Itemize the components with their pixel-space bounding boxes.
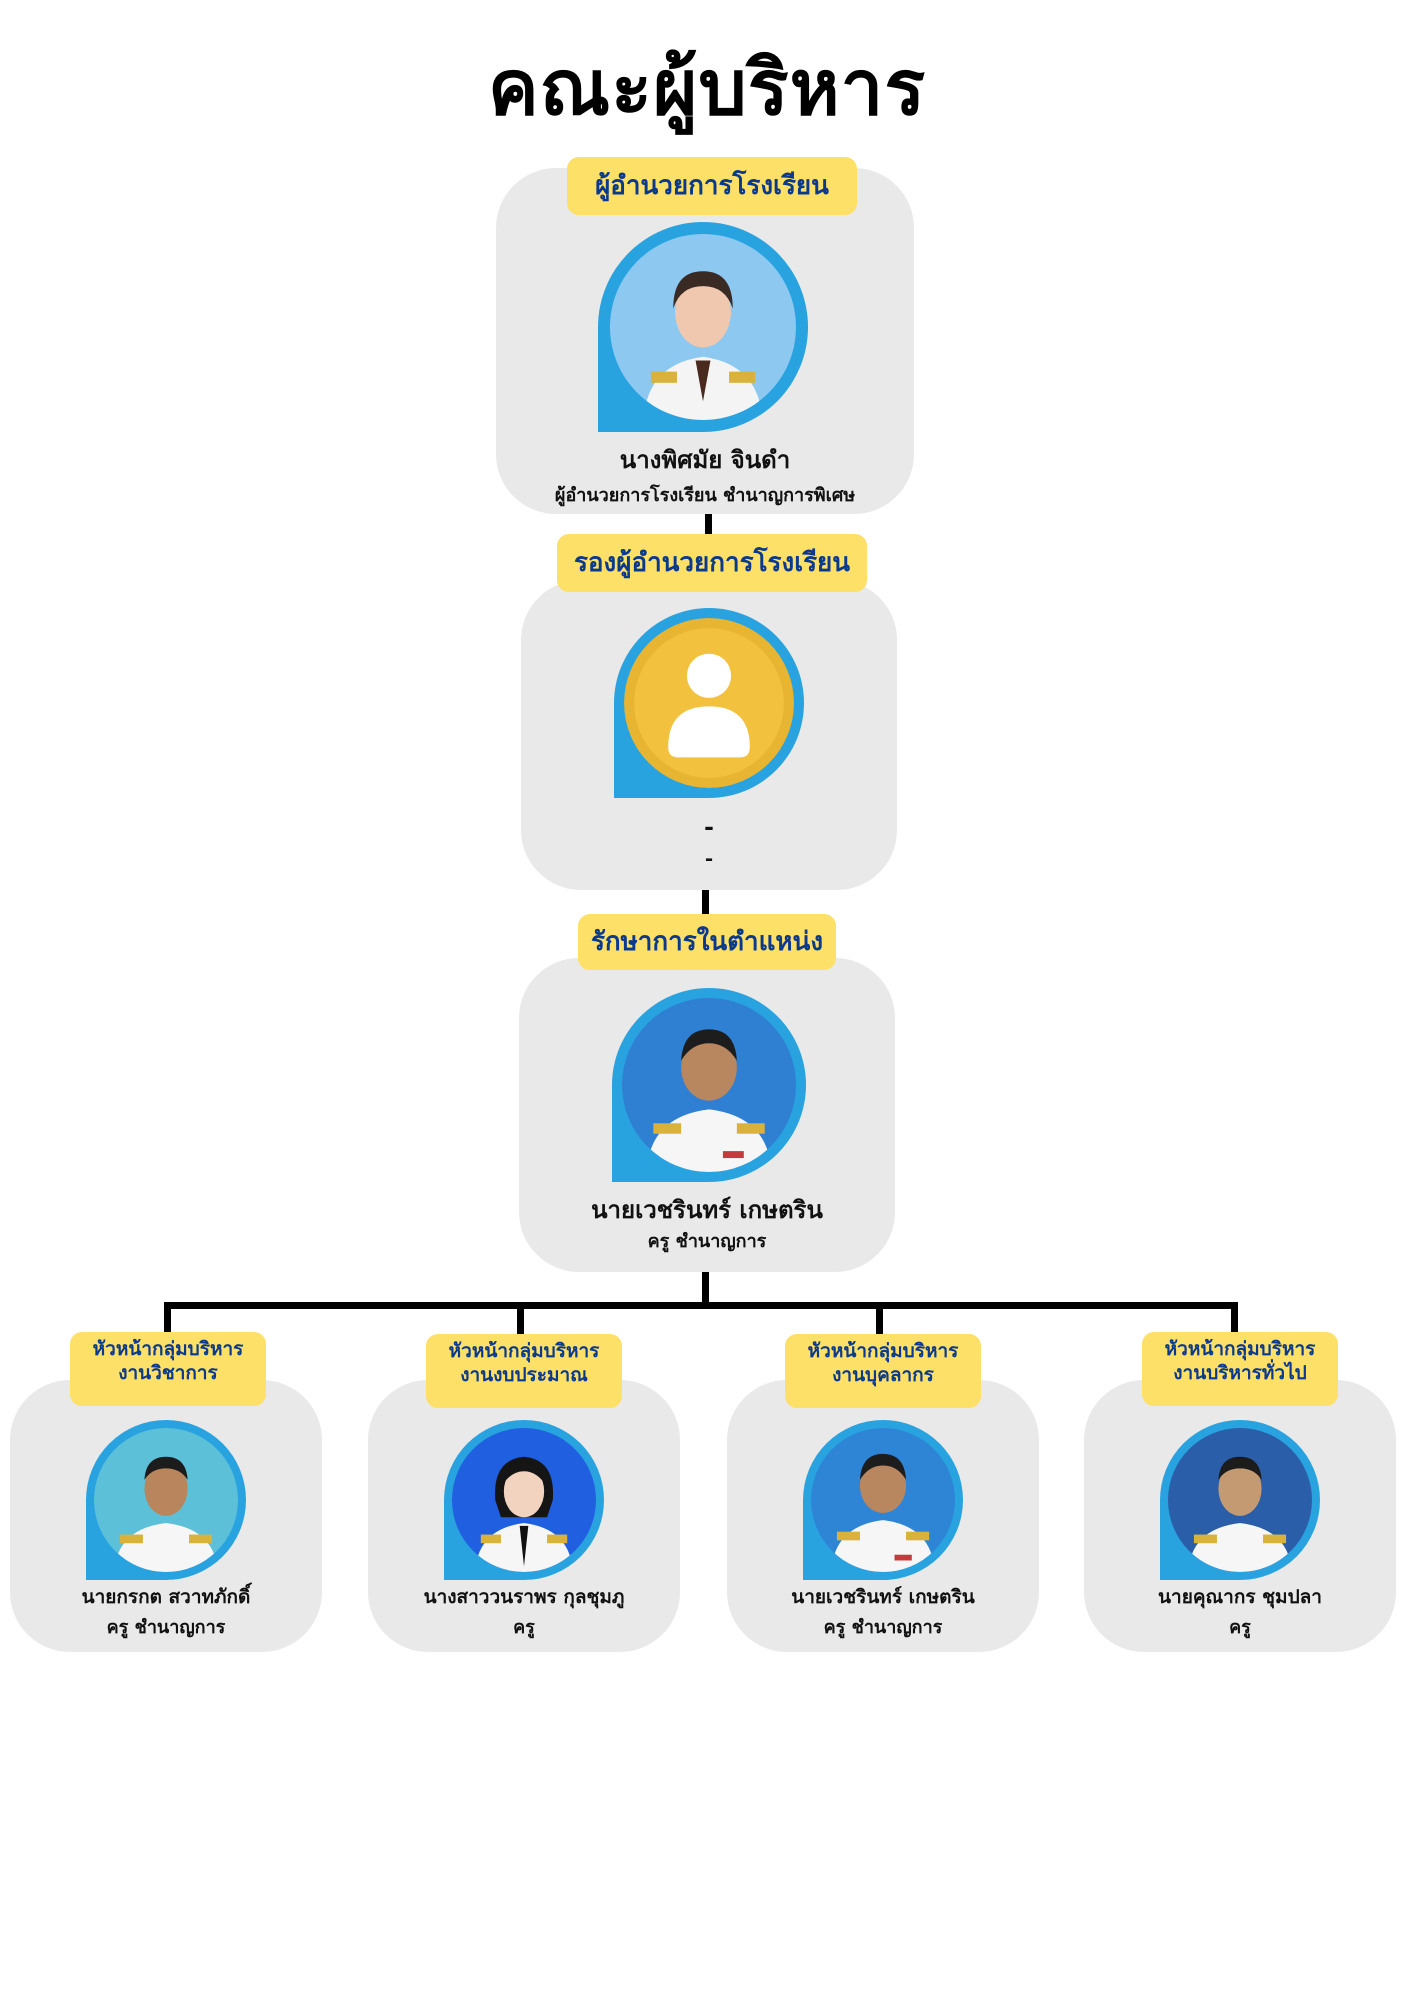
acting-name: นายเวชรินทร์ เกษตริน: [591, 1195, 823, 1224]
connector-deputy-acting: [702, 886, 709, 922]
acting-photo: [622, 998, 796, 1172]
head-name: นายเวชรินทร์ เกษตริน: [791, 1586, 975, 1608]
deputy-name: -: [704, 812, 714, 841]
user-placeholder-icon: [624, 618, 794, 788]
head-name: นายคุณากร ชุมปลา: [1158, 1586, 1322, 1608]
deputy-photo-frame: [614, 608, 804, 798]
deputy-card: - -: [521, 580, 897, 890]
head-role-line2: งานบุคลากร: [832, 1363, 934, 1386]
head-position: ครู: [1229, 1617, 1251, 1638]
acting-position: ครู ชำนาญการ: [647, 1231, 767, 1252]
head-card-general: นายคุณากร ชุมปลา ครู: [1084, 1380, 1396, 1652]
head-role-line2: งานงบประมาณ: [460, 1363, 588, 1386]
director-photo: [610, 234, 796, 420]
head-role-label-general: หัวหน้ากลุ่มบริหาร งานบริหารทั่วไป: [1142, 1332, 1338, 1406]
head-role-label-academic: หัวหน้ากลุ่มบริหาร งานวิชาการ: [70, 1332, 266, 1406]
acting-card: นายเวชรินทร์ เกษตริน ครู ชำนาญการ: [519, 958, 895, 1272]
head-photo: [452, 1428, 596, 1572]
connector-head-2: [517, 1302, 524, 1338]
head-photo-frame: [803, 1420, 963, 1580]
page-title: คณะผู้บริหาร: [487, 43, 927, 132]
head-role-line1: หัวหน้ากลุ่มบริหาร: [1164, 1338, 1316, 1360]
director-photo-frame: [598, 222, 808, 432]
director-name: นางพิศมัย จินดำ: [619, 445, 791, 474]
connector-head-3: [876, 1302, 883, 1338]
head-photo: [811, 1428, 955, 1572]
head-role-line2: งานบริหารทั่วไป: [1173, 1361, 1307, 1384]
head-photo-frame: [1160, 1420, 1320, 1580]
acting-role-label: รักษาการในตำแหน่ง: [578, 914, 836, 970]
head-role-line1: หัวหน้ากลุ่มบริหาร: [92, 1338, 244, 1360]
head-card-academic: นายกรกต สวาทภักดิ์ ครู ชำนาญการ: [10, 1380, 322, 1652]
head-role-line2: งานวิชาการ: [118, 1361, 218, 1384]
head-position: ครู ชำนาญการ: [823, 1617, 943, 1638]
deputy-photo: [624, 618, 794, 788]
head-photo-frame: [86, 1420, 246, 1580]
head-position: ครู: [513, 1617, 535, 1638]
head-card-budget: นางสาววนราพร กุลชุมภู ครู: [368, 1380, 680, 1652]
deputy-position: -: [704, 846, 714, 870]
head-photo: [1168, 1428, 1312, 1572]
connector-head-1: [164, 1302, 171, 1338]
connector-horizontal: [164, 1302, 1238, 1309]
head-card-personnel: นายเวชรินทร์ เกษตริน ครู ชำนาญการ: [727, 1380, 1039, 1652]
director-position: ผู้อำนวยการโรงเรียน ชำนาญการพิเศษ: [554, 485, 856, 506]
head-photo-frame: [444, 1420, 604, 1580]
head-role-line1: หัวหน้ากลุ่มบริหาร: [448, 1340, 600, 1362]
acting-photo-frame: [612, 988, 806, 1182]
director-card: นางพิศมัย จินดำ ผู้อำนวยการโรงเรียน ชำนา…: [496, 168, 914, 514]
head-position: ครู ชำนาญการ: [106, 1617, 226, 1638]
deputy-role-label: รองผู้อำนวยการโรงเรียน: [557, 534, 867, 592]
head-name: นางสาววนราพร กุลชุมภู: [423, 1586, 625, 1608]
head-photo: [94, 1428, 238, 1572]
head-role-line1: หัวหน้ากลุ่มบริหาร: [807, 1340, 959, 1362]
connector-head-4: [1231, 1302, 1238, 1338]
director-role-label: ผู้อำนวยการโรงเรียน: [567, 157, 857, 215]
connector-acting-down: [702, 1262, 709, 1306]
head-role-label-personnel: หัวหน้ากลุ่มบริหาร งานบุคลากร: [785, 1334, 981, 1408]
head-name: นายกรกต สวาทภักดิ์: [81, 1586, 251, 1608]
head-role-label-budget: หัวหน้ากลุ่มบริหาร งานงบประมาณ: [426, 1334, 622, 1408]
